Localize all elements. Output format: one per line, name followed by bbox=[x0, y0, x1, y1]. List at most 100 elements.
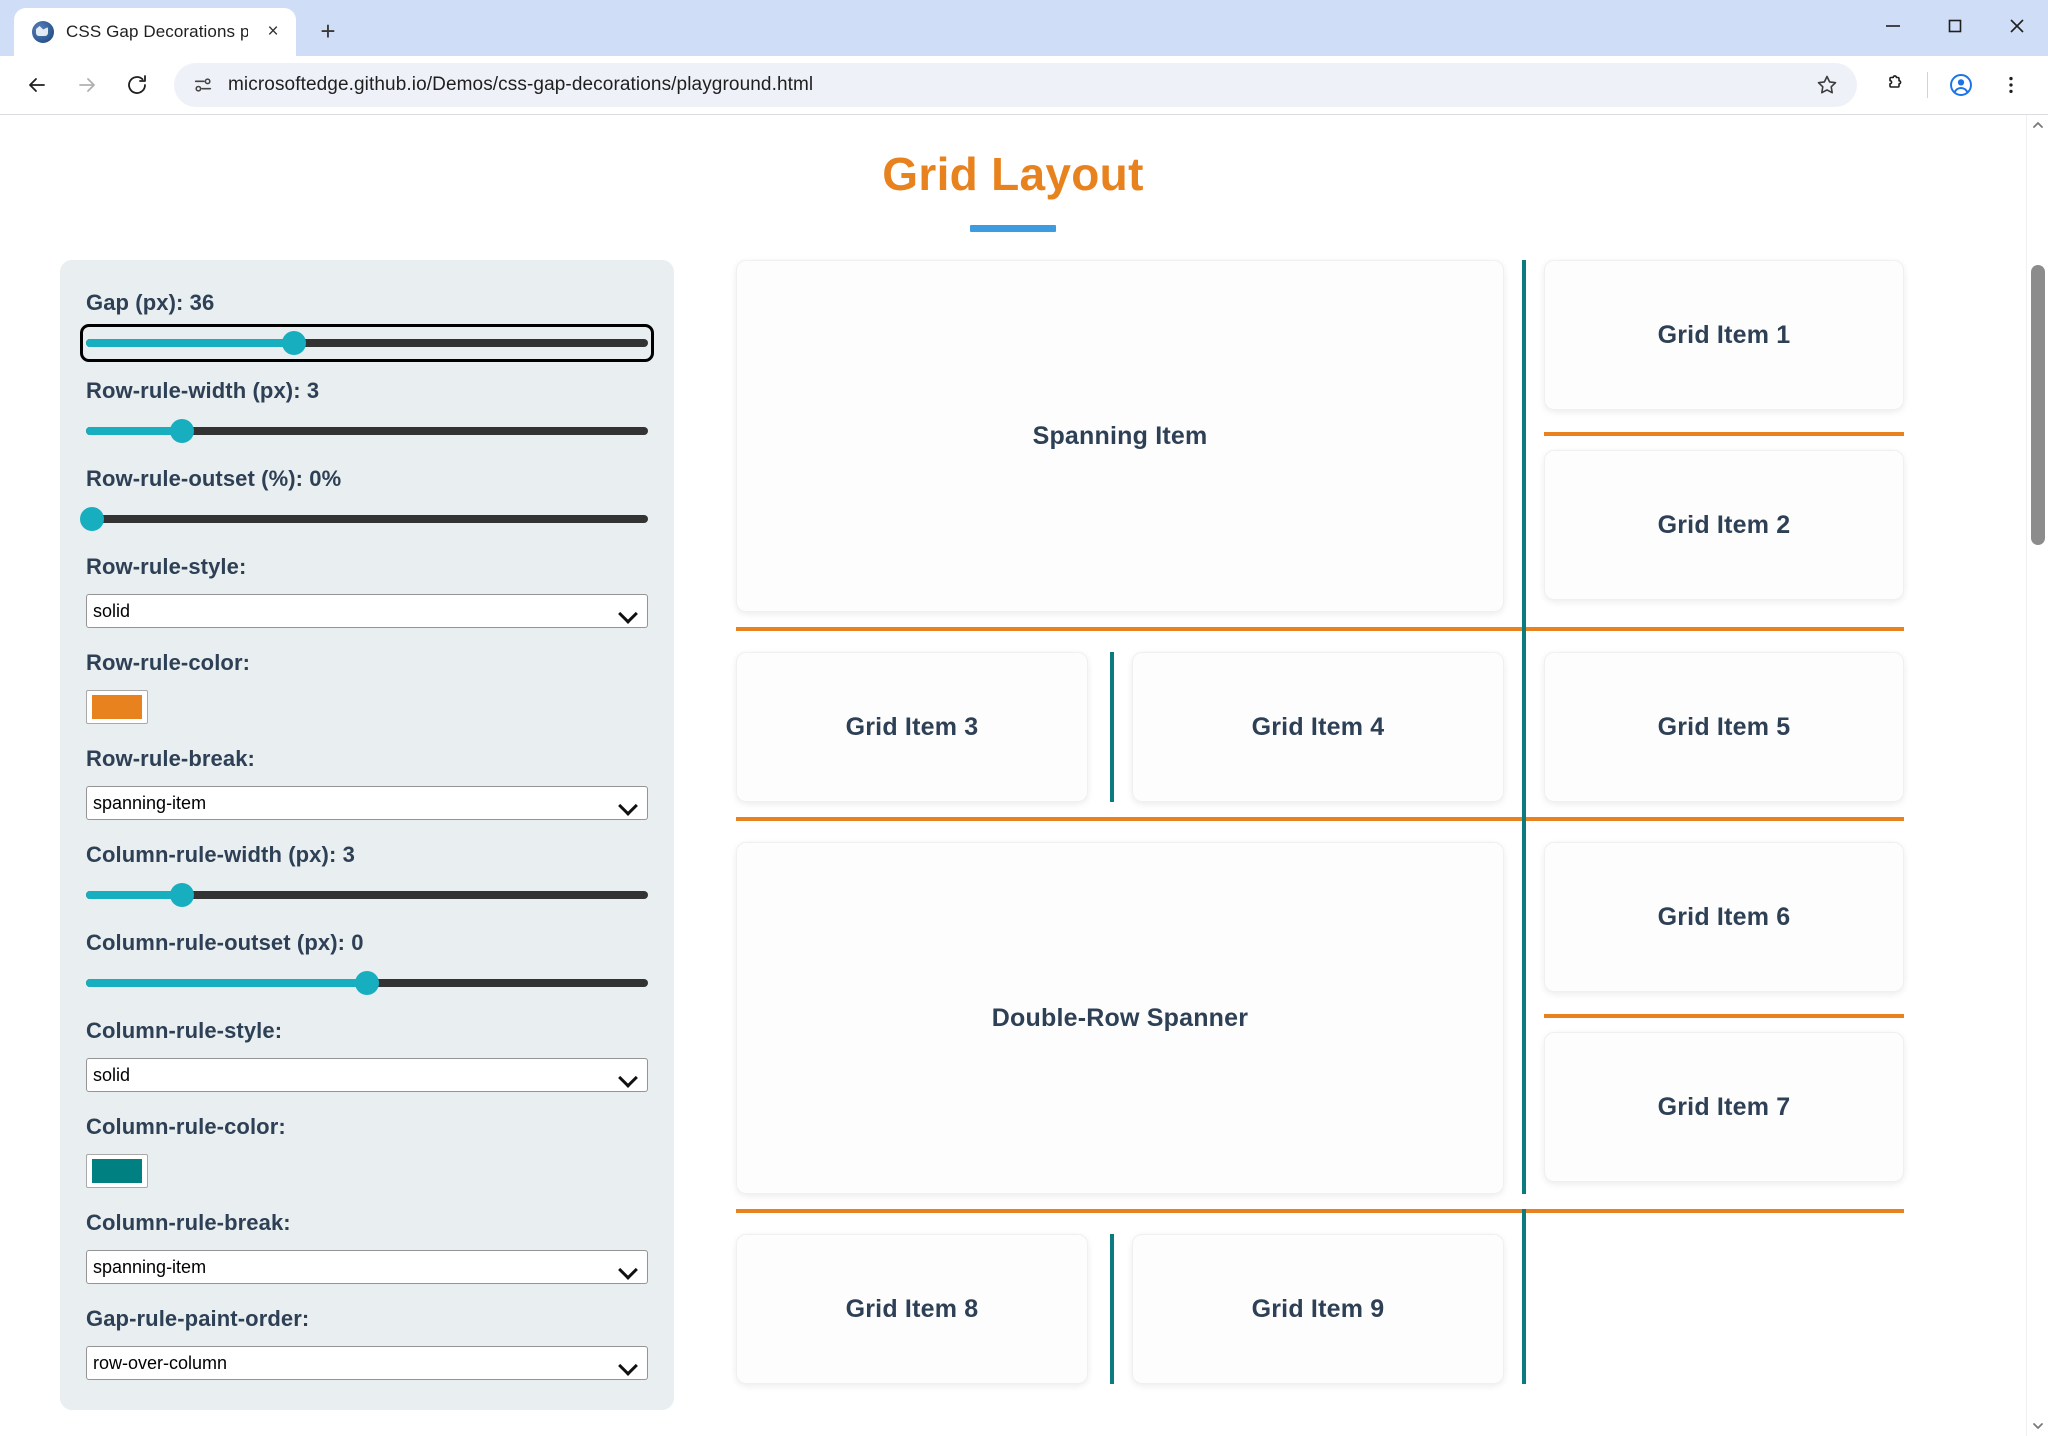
control-label-row-rule-width: Row-rule-width (px): 3 bbox=[86, 378, 320, 403]
color-swatch-column-rule-color[interactable] bbox=[86, 1154, 148, 1188]
control-column-rule-break: Column-rule-break: nonespanning-iteminter… bbox=[86, 1210, 648, 1284]
forward-arrow-icon[interactable] bbox=[64, 62, 110, 108]
grid-item: Grid Item 6 bbox=[1544, 842, 1904, 992]
control-gap: Gap (px): 36 bbox=[80, 290, 654, 362]
tab-title: CSS Gap Decorations playgroun bbox=[66, 22, 248, 41]
grid-item: Grid Item 3 bbox=[736, 652, 1088, 802]
select-column-rule-style[interactable]: nonesoliddasheddotteddoublegrooveridgein… bbox=[86, 1058, 648, 1092]
select-gap-rule-paint-order[interactable]: row-over-columncolumn-over-row bbox=[86, 1346, 648, 1380]
page-scrollbar[interactable] bbox=[2026, 115, 2048, 1436]
scroll-down-arrow-icon[interactable] bbox=[2027, 1416, 2048, 1436]
grid-item-label: Double-Row Spanner bbox=[991, 1003, 1249, 1032]
tab-strip: CSS Gap Decorations playgroun × + bbox=[0, 0, 2048, 56]
control-label-column-rule-width: Column-rule-width (px): 3 bbox=[86, 842, 355, 867]
control-label-column-rule-outset: Column-rule-outset (px): 0 bbox=[86, 930, 364, 955]
slider-thumb[interactable] bbox=[79, 507, 104, 531]
grid-item-label: Grid Item 9 bbox=[1251, 1294, 1385, 1323]
grid-item: Double-Row Spanner bbox=[736, 842, 1504, 1194]
grid-item: Grid Item 7 bbox=[1544, 1032, 1904, 1182]
toolbar-divider bbox=[1927, 72, 1928, 98]
slider-thumb[interactable] bbox=[281, 331, 306, 355]
control-label-row-rule-color: Row-rule-color: bbox=[86, 650, 251, 675]
scroll-up-arrow-icon[interactable] bbox=[2027, 115, 2048, 135]
site-info-icon[interactable] bbox=[190, 72, 216, 98]
grid-item-label: Grid Item 4 bbox=[1251, 712, 1385, 741]
star-icon[interactable] bbox=[1809, 67, 1845, 103]
grid-item-label: Spanning Item bbox=[1032, 421, 1208, 450]
reload-icon[interactable] bbox=[114, 62, 160, 108]
control-label-column-rule-break: Column-rule-break: bbox=[86, 1210, 291, 1235]
control-label-row-rule-outset: Row-rule-outset (%): 0% bbox=[86, 466, 342, 491]
grid-item-label: Grid Item 2 bbox=[1657, 510, 1791, 539]
select-row-rule-break[interactable]: nonespanning-itemintersection bbox=[86, 786, 648, 820]
controls-panel: Gap (px): 36 Row-rule-width (px): 3 Row-ru… bbox=[60, 260, 674, 1410]
row-rule bbox=[1544, 1014, 1904, 1018]
color-swatch-row-rule-color[interactable] bbox=[86, 690, 148, 724]
control-row-rule-color: Row-rule-color: bbox=[86, 650, 648, 724]
slider-fill bbox=[86, 427, 182, 435]
grid-item: Grid Item 4 bbox=[1132, 652, 1504, 802]
profile-avatar-icon[interactable] bbox=[1938, 62, 1984, 108]
select-wrapper-column-rule-break: nonespanning-itemintersection bbox=[86, 1250, 648, 1284]
browser-toolbar: microsoftedge.github.io/Demos/css-gap-de… bbox=[0, 56, 2048, 114]
three-dot-menu-icon[interactable] bbox=[1988, 62, 2034, 108]
slider-column-rule-width[interactable] bbox=[86, 882, 648, 908]
puzzle-piece-icon[interactable] bbox=[1871, 62, 1917, 108]
select-wrapper-gap-rule-paint-order: row-over-columncolumn-over-row bbox=[86, 1346, 648, 1380]
grid-item-label: Grid Item 7 bbox=[1657, 1092, 1791, 1121]
maximize-icon[interactable] bbox=[1924, 0, 1986, 52]
grid-item-label: Grid Item 6 bbox=[1657, 902, 1791, 931]
control-row-rule-outset: Row-rule-outset (%): 0% bbox=[79, 466, 648, 532]
slider-thumb[interactable] bbox=[169, 883, 194, 907]
title-underline bbox=[970, 225, 1056, 232]
control-label-gap: Gap (px): 36 bbox=[86, 290, 215, 315]
slider-thumb[interactable] bbox=[355, 971, 379, 995]
slider-row-rule-width[interactable] bbox=[86, 418, 648, 444]
column-rule bbox=[1522, 260, 1526, 1194]
slider-gap[interactable] bbox=[80, 324, 654, 362]
address-bar[interactable]: microsoftedge.github.io/Demos/css-gap-de… bbox=[174, 63, 1857, 107]
row-rule bbox=[736, 1209, 1904, 1213]
slider-column-rule-outset[interactable] bbox=[86, 970, 648, 996]
control-label-gap-rule-paint-order: Gap-rule-paint-order: bbox=[86, 1306, 310, 1331]
row-rule bbox=[736, 817, 1904, 821]
slider-track bbox=[86, 891, 648, 899]
row-rule bbox=[1544, 432, 1904, 436]
select-wrapper-column-rule-style: nonesoliddasheddotteddoublegrooveridgein… bbox=[86, 1058, 648, 1092]
select-wrapper-row-rule-break: nonespanning-itemintersection bbox=[86, 786, 648, 820]
window-controls bbox=[1862, 0, 2048, 52]
slider-fill bbox=[86, 339, 294, 347]
close-icon[interactable] bbox=[1986, 0, 2048, 52]
slider-row-rule-outset[interactable] bbox=[79, 506, 648, 532]
page-title: Grid Layout bbox=[882, 148, 1144, 200]
row-rule bbox=[736, 627, 1904, 631]
scrollbar-thumb[interactable] bbox=[2031, 265, 2045, 545]
grid-item-label: Grid Item 8 bbox=[845, 1294, 979, 1323]
back-arrow-icon[interactable] bbox=[14, 62, 60, 108]
browser-tab[interactable]: CSS Gap Decorations playgroun × bbox=[14, 8, 296, 56]
globe-icon bbox=[32, 21, 54, 43]
grid-item: Grid Item 2 bbox=[1544, 450, 1904, 600]
control-column-rule-style: Column-rule-style: nonesoliddasheddottedd… bbox=[86, 1018, 648, 1092]
grid-item: Grid Item 5 bbox=[1544, 652, 1904, 802]
web-page: Grid Layout Gap (px): 36 Row-rule-width (… bbox=[0, 115, 2026, 1436]
new-tab-button[interactable]: + bbox=[320, 15, 336, 46]
slider-fill bbox=[86, 979, 367, 987]
grid-item: Spanning Item bbox=[736, 260, 1504, 612]
close-icon[interactable]: × bbox=[267, 21, 279, 42]
control-gap-rule-paint-order: Gap-rule-paint-order: row-over-columncolu… bbox=[86, 1306, 648, 1380]
control-label-row-rule-style: Row-rule-style: bbox=[86, 554, 247, 579]
slider-track bbox=[86, 339, 648, 347]
control-label-column-rule-style: Column-rule-style: bbox=[86, 1018, 283, 1043]
control-label-row-rule-break: Row-rule-break: bbox=[86, 746, 255, 771]
select-column-rule-break[interactable]: nonespanning-itemintersection bbox=[86, 1250, 648, 1284]
column-rule bbox=[1522, 1209, 1526, 1384]
control-row-rule-width: Row-rule-width (px): 3 bbox=[86, 378, 648, 444]
control-column-rule-width: Column-rule-width (px): 3 bbox=[86, 842, 648, 908]
minimize-icon[interactable] bbox=[1862, 0, 1924, 52]
select-row-rule-style[interactable]: nonesoliddasheddotteddoublegrooveridgein… bbox=[86, 594, 648, 628]
color-fill bbox=[92, 1159, 142, 1183]
control-row-rule-style: Row-rule-style: nonesoliddasheddotteddoub… bbox=[86, 554, 648, 628]
slider-thumb[interactable] bbox=[169, 419, 194, 443]
slider-track bbox=[86, 515, 648, 523]
